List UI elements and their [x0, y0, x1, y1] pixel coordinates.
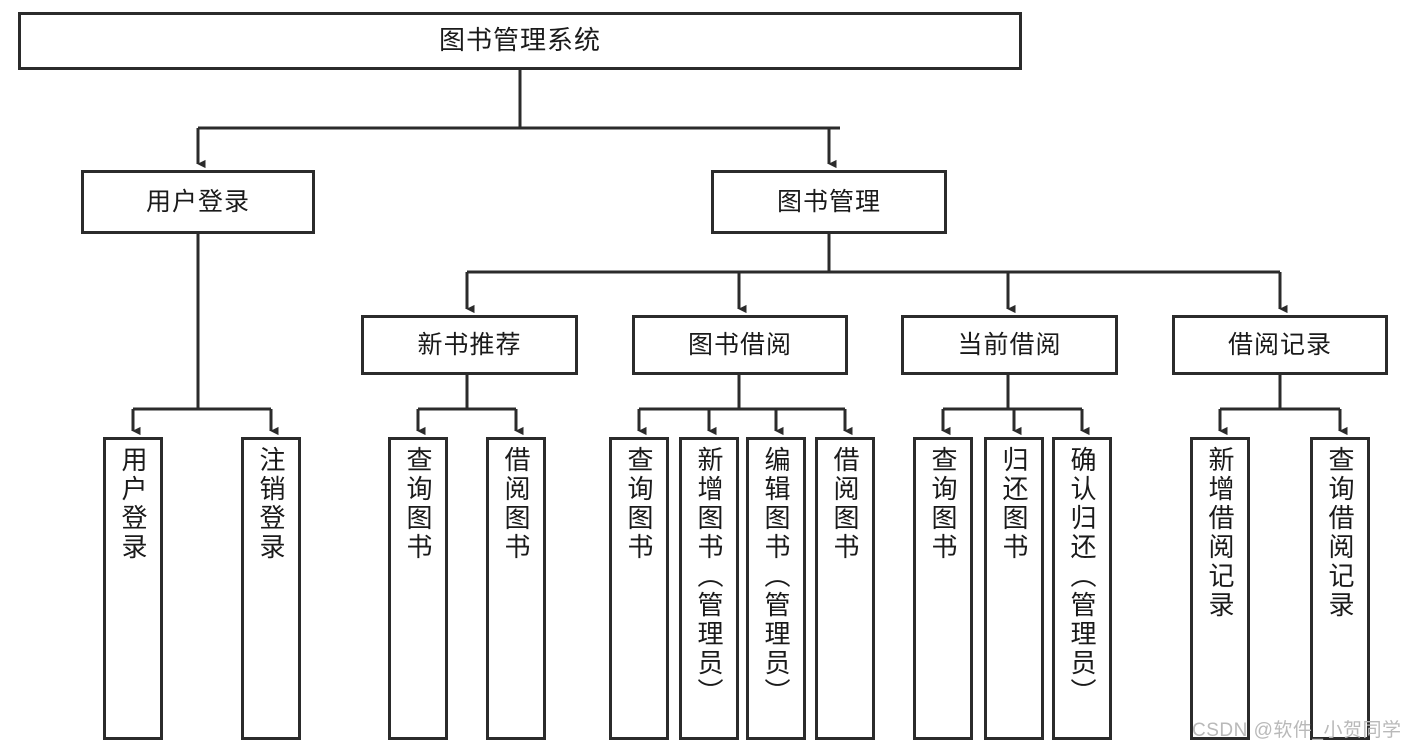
node-root-system[interactable]: 图书管理系统 [18, 12, 1022, 70]
leaf-return-book[interactable]: 归还图书 [984, 437, 1044, 740]
node-label: 新书推荐 [417, 331, 522, 359]
leaf-borrow-book-recommend[interactable]: 借阅图书 [486, 437, 546, 740]
node-label: 用户登录 [145, 188, 250, 216]
csdn-watermark: CSDN @软件_小贺同学 [1192, 720, 1402, 741]
node-label: 查询图书 [624, 446, 654, 562]
node-label: 查询图书 [403, 446, 433, 562]
leaf-query-book-borrow[interactable]: 查询图书 [609, 437, 669, 740]
node-label: 图书借阅 [687, 331, 792, 359]
leaf-logout[interactable]: 注销登录 [241, 437, 301, 740]
node-current-borrow[interactable]: 当前借阅 [901, 315, 1118, 375]
leaf-user-login[interactable]: 用户登录 [103, 437, 163, 740]
leaf-edit-book-admin[interactable]: 编辑图书（管理员） [746, 437, 806, 740]
node-label: 确认归还（管理员） [1067, 446, 1097, 707]
node-label: 用户登录 [118, 446, 148, 562]
leaf-confirm-return-admin[interactable]: 确认归还（管理员） [1052, 437, 1112, 740]
node-label: 借阅图书 [830, 446, 860, 562]
node-label: 编辑图书（管理员） [761, 446, 791, 707]
node-new-book-recommend[interactable]: 新书推荐 [361, 315, 578, 375]
node-label: 新增图书（管理员） [694, 446, 724, 707]
node-label: 借阅记录 [1227, 331, 1332, 359]
node-book-borrow[interactable]: 图书借阅 [632, 315, 848, 375]
node-borrow-records[interactable]: 借阅记录 [1172, 315, 1388, 375]
leaf-add-book-admin[interactable]: 新增图书（管理员） [679, 437, 739, 740]
node-book-management[interactable]: 图书管理 [711, 170, 947, 234]
node-label: 图书管理 [776, 188, 881, 216]
leaf-borrow-book[interactable]: 借阅图书 [815, 437, 875, 740]
node-label: 归还图书 [999, 446, 1029, 562]
leaf-query-book-recommend[interactable]: 查询图书 [388, 437, 448, 740]
node-user-login[interactable]: 用户登录 [81, 170, 315, 234]
leaf-query-book-current[interactable]: 查询图书 [913, 437, 973, 740]
node-label: 查询借阅记录 [1325, 446, 1355, 620]
leaf-query-borrow-record[interactable]: 查询借阅记录 [1310, 437, 1370, 740]
node-label: 注销登录 [256, 446, 286, 562]
node-label: 当前借阅 [957, 331, 1062, 359]
node-label: 图书管理系统 [438, 25, 601, 56]
node-label: 借阅图书 [501, 446, 531, 562]
node-label: 查询图书 [928, 446, 958, 562]
node-label: 新增借阅记录 [1205, 446, 1235, 620]
leaf-add-borrow-record[interactable]: 新增借阅记录 [1190, 437, 1250, 740]
